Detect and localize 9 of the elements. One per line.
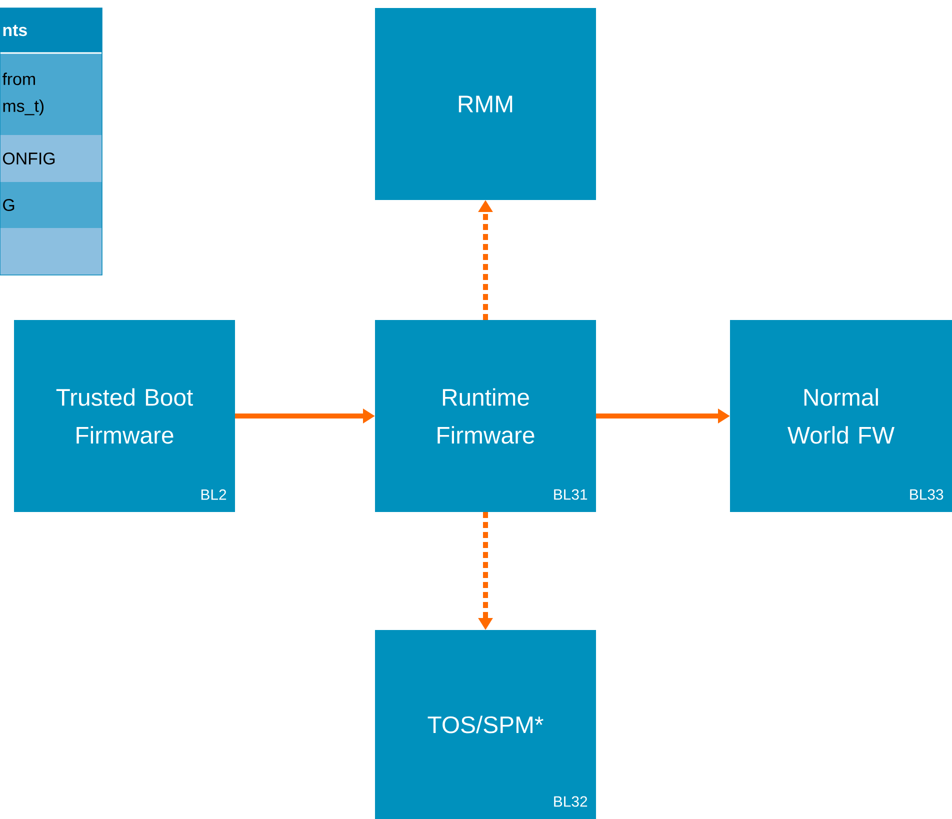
- stage-label: BL2: [201, 489, 226, 500]
- stage-label: BL33: [910, 489, 944, 500]
- stage-label: BL32: [554, 796, 588, 807]
- table-cell: nts: [0, 8, 102, 53]
- table-cell: ONFIG: [0, 135, 102, 182]
- table-cell: from ms_t): [0, 53, 102, 135]
- process-box: RMM: [375, 8, 596, 200]
- stage-label: BL31: [554, 489, 588, 500]
- table-cell: G: [0, 182, 102, 228]
